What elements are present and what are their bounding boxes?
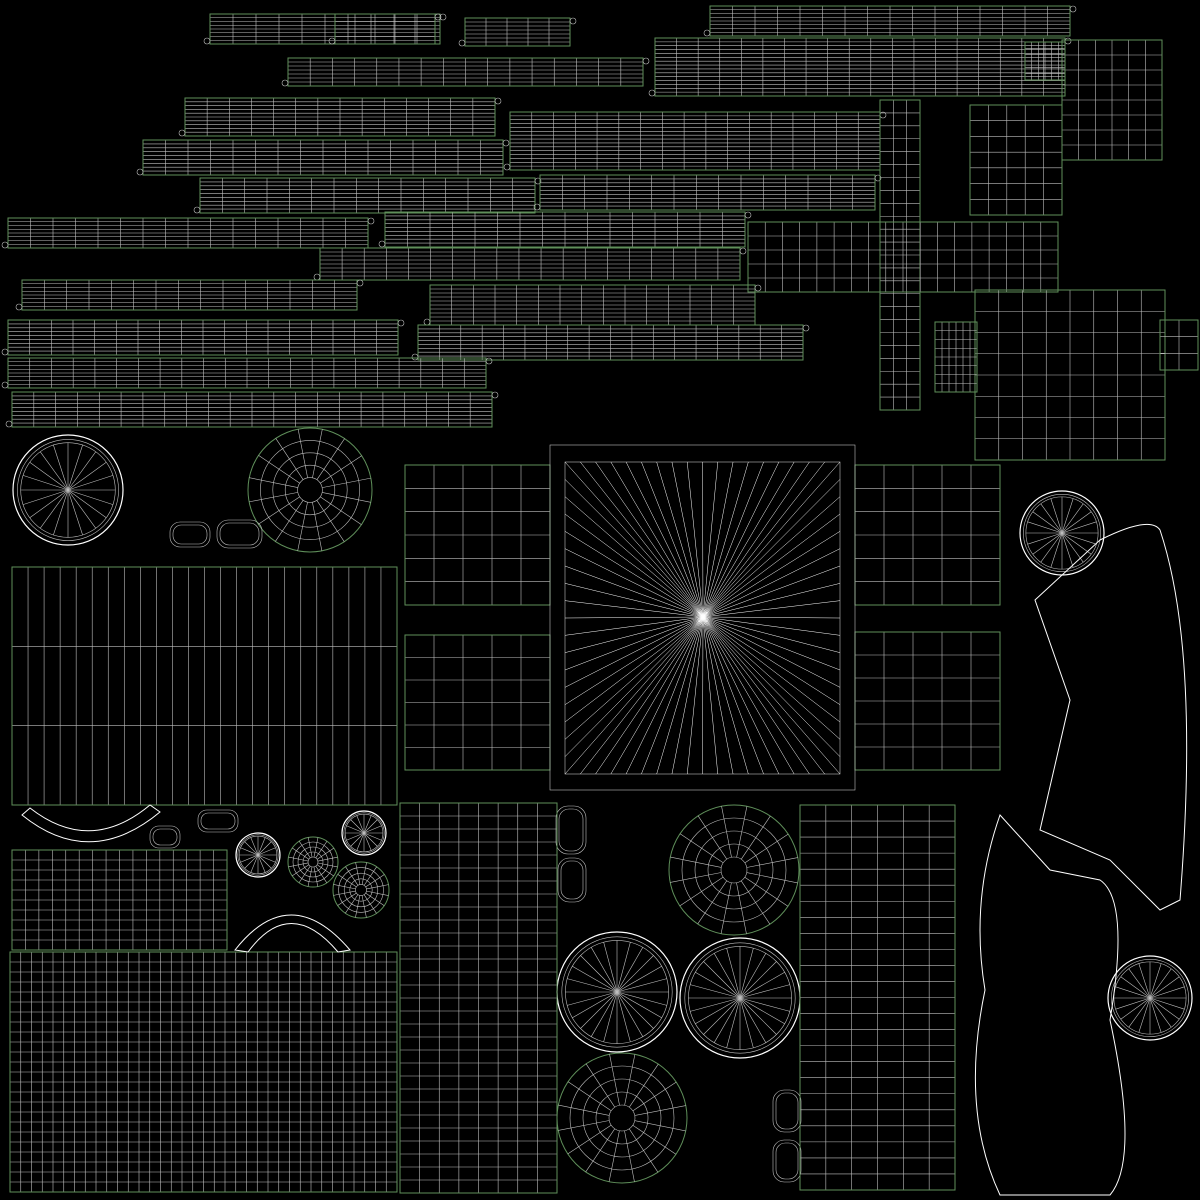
uv-sphere-island [287,836,339,888]
uv-small-cap-island [772,1139,802,1183]
uv-cross-vertical [879,99,921,411]
uv-large-panel [11,566,398,806]
uv-sphere-island [556,1052,688,1184]
uv-sphere-island [668,804,800,936]
uv-tab-piece [1159,319,1199,371]
uv-strip-island [203,13,447,45]
uv-box-top-star [549,444,856,791]
uv-box-side [404,634,551,771]
uv-strip-island [178,97,502,137]
uv-strip-island [5,391,499,428]
uv-arc-band [21,804,161,843]
uv-strip-island [313,247,747,281]
uv-strip-island [503,111,887,171]
uv-sphere-island [332,861,390,919]
uv-pleated-panel [11,849,228,951]
uv-ruffle-piece [934,321,978,393]
uv-strip-island [648,37,1072,97]
uv-arc-band [234,914,351,953]
uv-strip-island [281,57,650,87]
uv-large-grid-panel [9,951,398,1193]
uv-cross-horizontal [747,221,1059,293]
uv-strip-island [136,139,510,176]
uv-sleeve-piece [1061,39,1163,161]
uv-small-cap-island [149,825,181,849]
uv-strip-island [328,13,442,45]
uv-cuff-piece [1024,41,1066,81]
uv-shirt-piece [974,289,1166,461]
uv-strip-island [703,5,1077,37]
uv-cap-circle-island [235,832,281,878]
uv-small-cap-island [169,521,211,548]
uv-strip-island [533,174,882,211]
uv-cap-circle-island [1019,490,1105,576]
uv-sleeve-piece [969,104,1063,216]
uv-cap-circle-island [679,937,801,1059]
uv-strip-island [378,211,752,248]
uv-strip-island [411,324,810,361]
uv-cap-circle-island [12,434,124,546]
uv-cap-circle-island [556,931,678,1053]
uv-curved-band [974,814,1126,1196]
uv-tall-panel [399,802,558,1194]
uv-strip-island [423,284,762,326]
uv-strip-island [15,279,364,311]
uv-strip-island [1,319,405,356]
uv-small-cap-island [216,519,263,549]
uv-strip-island [1,217,375,249]
uv-cap-circle-island [1107,955,1193,1041]
uv-box-side [854,631,1001,771]
uv-curved-band [1034,523,1188,911]
uv-small-cap-island [557,857,587,903]
uv-strip-island [1,357,493,389]
uv-box-side [404,464,551,606]
uv-sphere-island [247,427,373,553]
uv-strip-island [193,177,542,214]
uv-small-cap-island [555,805,587,855]
uv-strip-island [458,17,577,47]
uv-small-cap-island [772,1089,802,1133]
uv-small-cap-island [197,809,239,833]
uv-box-side [854,464,1001,606]
uv-cap-circle-island [341,810,387,856]
uv-tall-panel [799,804,956,1191]
